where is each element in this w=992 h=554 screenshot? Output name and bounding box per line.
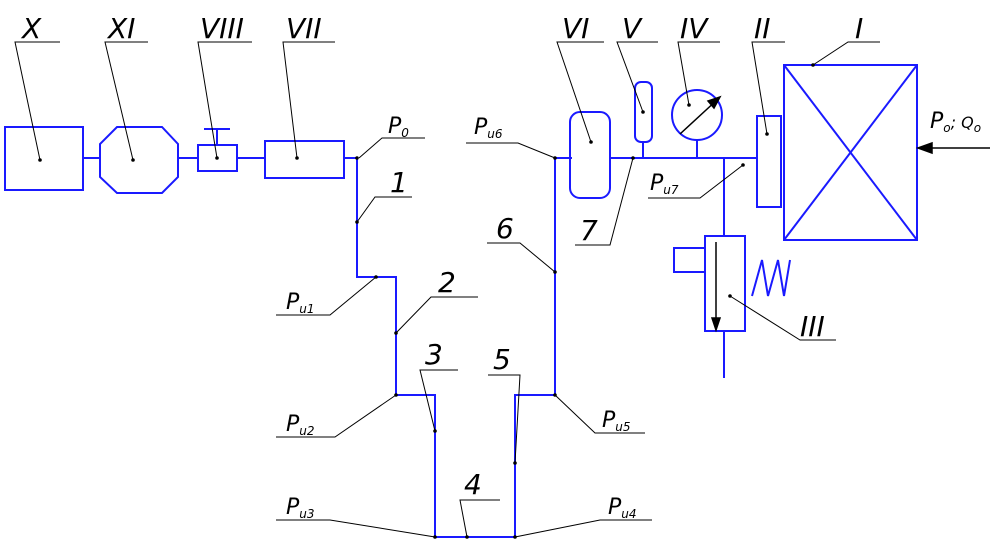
pressure-pu1: Pu1 (286, 290, 315, 316)
label-viii: VIII (200, 12, 244, 45)
label-xi: XI (106, 12, 135, 45)
pressure-pu2: Pu2 (286, 412, 315, 438)
pressure-pu6: Pu6 (474, 115, 503, 141)
component-vi (569, 111, 611, 199)
segment-2: 2 (438, 266, 456, 299)
label-vii: VII (286, 12, 322, 45)
component-x (4, 126, 84, 191)
component-vii (264, 140, 345, 179)
pressure-pu5: Pu5 (602, 408, 631, 434)
component-ii (756, 115, 782, 208)
label-i: I (855, 12, 863, 45)
component-i (783, 64, 918, 241)
label-x: X (20, 12, 42, 45)
label-v: V (622, 12, 643, 45)
segment-4: 4 (464, 468, 482, 501)
label-iii: III (800, 310, 825, 343)
segment-3: 3 (425, 338, 443, 371)
input-label: Po; Qo (930, 109, 981, 135)
segment-1: 1 (390, 166, 408, 199)
segment-6: 6 (496, 212, 514, 245)
component-iii (704, 235, 746, 332)
label-iv: IV (680, 12, 709, 45)
pressure-pu4: Pu4 (608, 495, 637, 521)
label-vi: VI (562, 12, 589, 45)
component-iv (671, 89, 723, 141)
pressure-p0: P0 (388, 114, 409, 140)
component-xi (99, 126, 179, 194)
segment-5: 5 (493, 343, 511, 376)
segment-7: 7 (580, 214, 598, 247)
pressure-pu7: Pu7 (650, 171, 679, 197)
label-ii: II (754, 12, 771, 45)
pressure-pu3: Pu3 (286, 495, 315, 521)
